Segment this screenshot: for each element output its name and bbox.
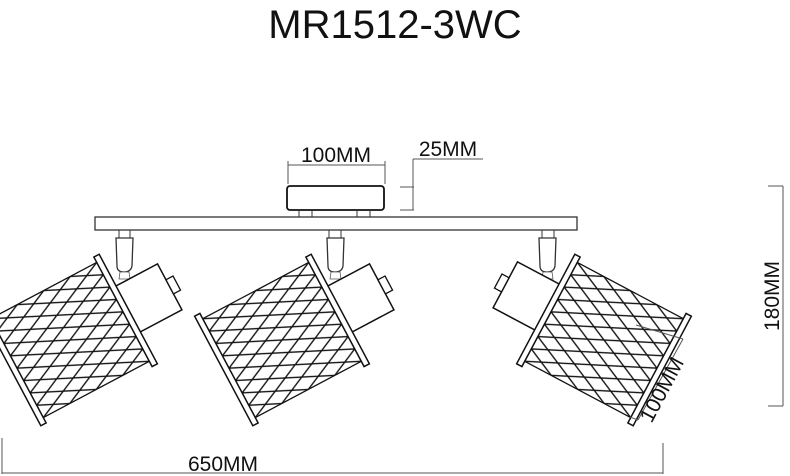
total-height-label: 180MM (761, 261, 784, 331)
canopy-width-dimension: 100MM (287, 144, 386, 184)
canopy-width-label: 100MM (301, 144, 371, 167)
total-width-label: 650MM (188, 453, 258, 476)
mounting-bar (94, 216, 578, 231)
canopy (286, 185, 385, 217)
product-model-title: MR1512-3WC (268, 3, 522, 47)
total-width-dimension: 650MM (1, 438, 664, 476)
canopy-height-label: 25MM (419, 138, 477, 161)
canopy-height-dimension: 25MM (400, 138, 483, 211)
spotlight-left (0, 230, 183, 427)
spotlight-center (193, 230, 395, 427)
total-height-dimension: 180MM (761, 185, 784, 407)
spotlight-right (492, 230, 693, 427)
